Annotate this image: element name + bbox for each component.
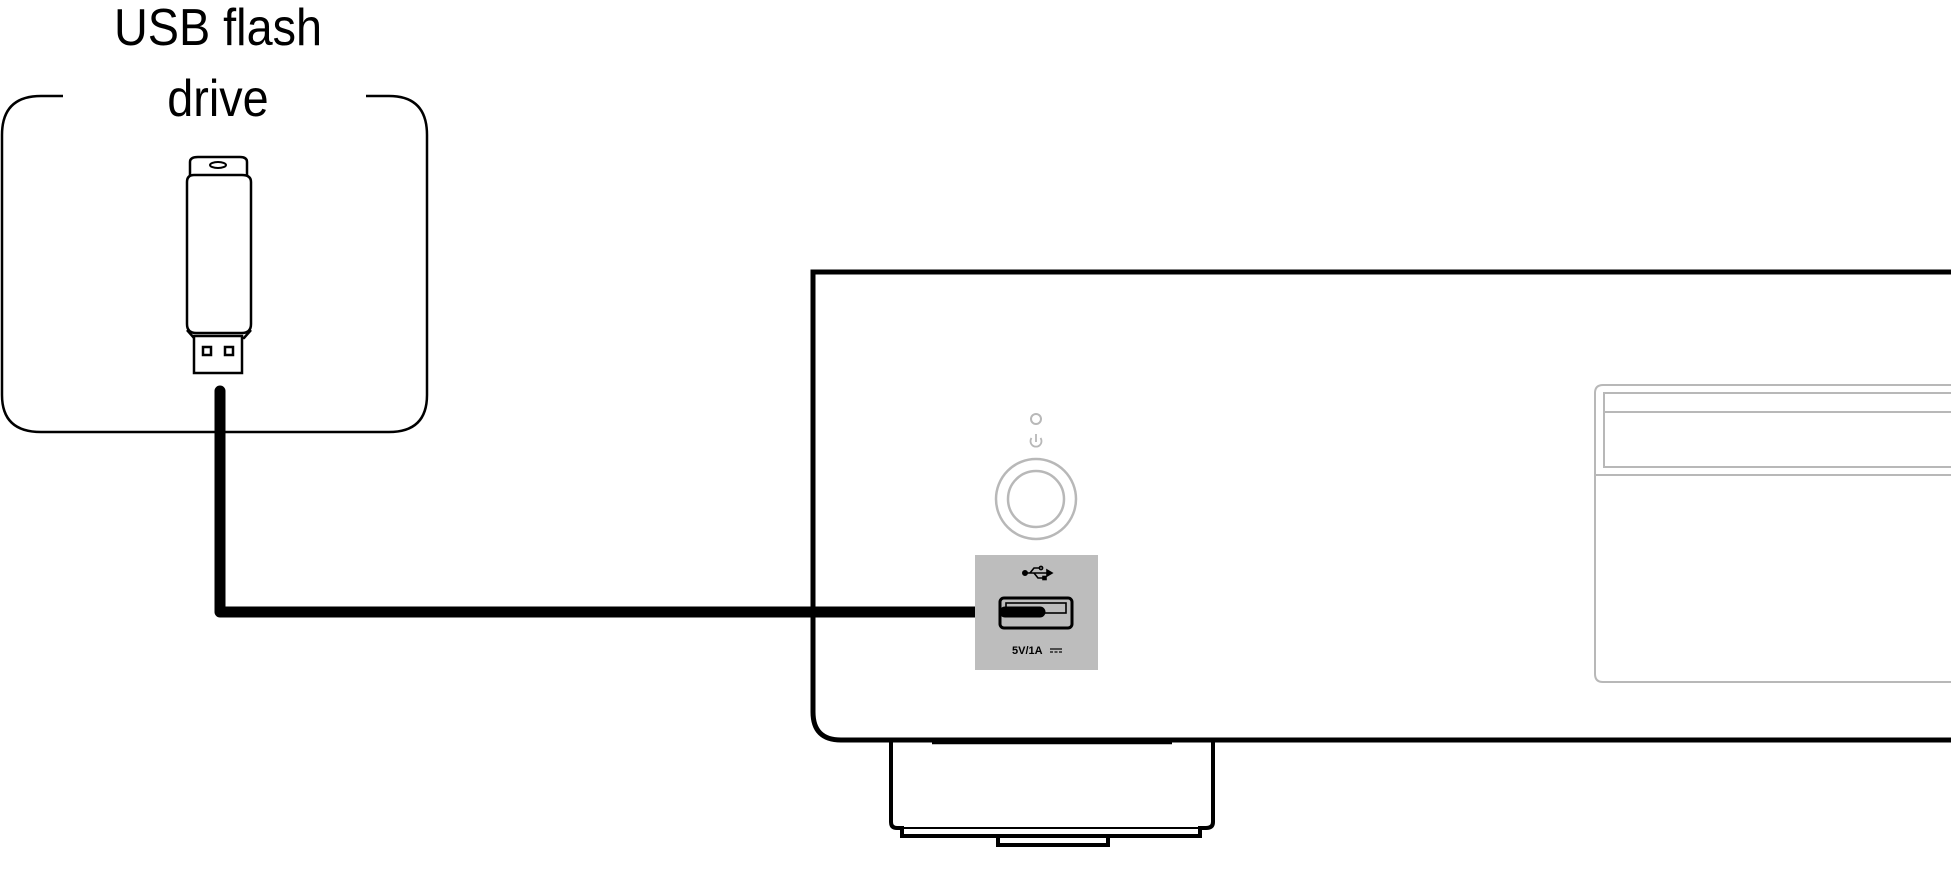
power-button[interactable]: [994, 457, 1078, 541]
power-icon: [1029, 434, 1043, 448]
unit-foot: [889, 741, 1215, 847]
usb-flash-drive-icon: [185, 155, 253, 375]
usb-port-panel: 5V/1A: [975, 555, 1098, 670]
usb-symbol-icon: [1021, 565, 1054, 581]
front-panel-outline: [810, 269, 1951, 743]
player-unit: 5V/1A: [810, 269, 1951, 847]
device-label-line2: drive: [167, 70, 268, 128]
disc-tray: [1594, 384, 1951, 683]
device-label-line1: USB flash: [114, 0, 322, 57]
dc-symbol-icon: [1050, 648, 1062, 653]
standby-indicator-led: [1030, 413, 1042, 425]
usb-flash-drive-callout: USB flash drive: [0, 0, 429, 434]
usb-rating-label: 5V/1A: [1012, 645, 1043, 657]
usb-cable: [214, 385, 1046, 618]
